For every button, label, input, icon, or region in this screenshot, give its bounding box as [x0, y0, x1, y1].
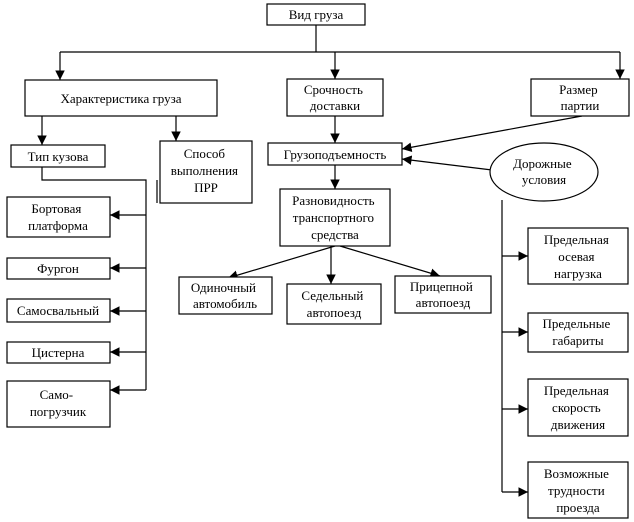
node-vid-gruza: Вид груза	[266, 3, 366, 26]
node-trudnosti-proezda: Возможные трудности проезда	[527, 461, 629, 519]
edge-tip-kuzova-list	[41, 167, 147, 390]
node-label: Прицепной автопоезд	[410, 279, 476, 310]
node-label: Размер партии	[559, 82, 601, 113]
node-samopogruzchik: Само- погрузчик	[6, 380, 111, 428]
node-cisterna: Цистерна	[6, 341, 111, 364]
node-label: Дорожные условия	[513, 156, 575, 187]
node-label: Седельный автопоезд	[301, 288, 366, 320]
node-label: Цистерна	[32, 345, 85, 360]
edges	[37, 25, 625, 497]
edge-razmer-gruzopodemnost	[401, 115, 583, 152]
node-label: Предельная скорость движения	[544, 383, 612, 432]
node-label: Предельная осевая нагрузка	[544, 232, 612, 281]
node-label: Разновидность транспортного средства	[292, 193, 378, 242]
edge-vid-gruza-bus	[60, 25, 620, 53]
node-label: Бортовая платформа	[28, 201, 88, 233]
node-samosvalny: Самосвальный	[6, 298, 111, 323]
node-osevaya-nagruzka: Предельная осевая нагрузка	[527, 227, 629, 285]
node-label: Вид груза	[289, 7, 344, 22]
node-pricepnoy-avtopoezd: Прицепной автопоезд	[394, 275, 492, 314]
node-label: Самосвальный	[17, 303, 99, 318]
node-label: Предельные габариты	[543, 316, 614, 348]
node-predelnaya-skorost: Предельная скорость движения	[527, 378, 629, 437]
node-label: Способ выполнения ПРР	[171, 146, 242, 195]
node-bortovaya-platforma: Бортовая платформа	[6, 196, 111, 238]
node-odinochny-avtomobil: Одиночный автомобиль	[178, 276, 273, 315]
edge-raznovidnost-pricepnoy	[339, 245, 441, 278]
node-label: Срочность доставки	[304, 82, 366, 113]
node-tip-kuzova: Тип кузова	[10, 144, 106, 168]
node-label: Грузоподъемность	[284, 147, 387, 162]
node-furgon: Фургон	[6, 257, 111, 280]
node-harakteristika-gruza: Характеристика груза	[24, 79, 218, 117]
node-dorozhnye-usloviya: Дорожные условия	[489, 142, 599, 202]
node-label: Тип кузова	[28, 149, 89, 164]
edge-raznovidnost-odinochny	[227, 245, 336, 280]
node-razmer-partii: Размер партии	[530, 78, 630, 117]
node-label: Фургон	[37, 261, 79, 276]
node-label: Одиночный автомобиль	[191, 280, 259, 311]
node-label: Характеристика груза	[60, 91, 181, 106]
node-label: Возможные трудности проезда	[544, 466, 612, 515]
node-gruzopodemnost: Грузоподъемность	[267, 142, 403, 166]
node-predelnye-gabarity: Предельные габариты	[527, 312, 629, 353]
node-srochnost-dostavki: Срочность доставки	[286, 78, 384, 117]
node-sedelny-avtopoezd: Седельный автопоезд	[286, 283, 382, 325]
edge-dorozhnye-gruzopodemnost	[401, 155, 493, 171]
node-raznovidnost-ts: Разновидность транспортного средства	[279, 188, 391, 247]
node-label: Само- погрузчик	[30, 387, 87, 419]
node-sposob-prr: Способ выполнения ПРР	[159, 140, 253, 204]
